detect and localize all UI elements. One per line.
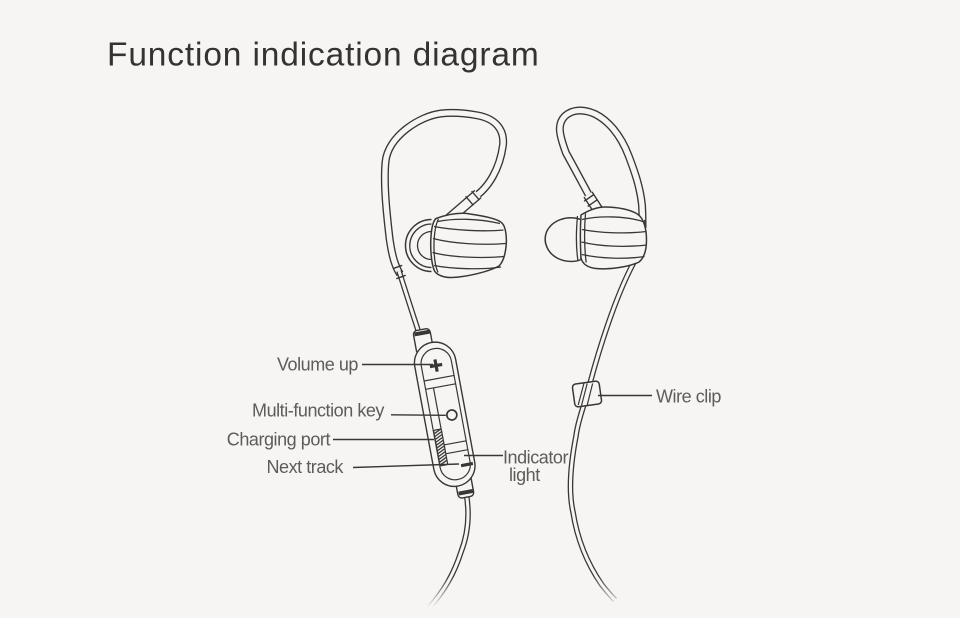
svg-text:light: light (509, 465, 540, 485)
svg-text:Next track: Next track (266, 457, 344, 477)
svg-text:Function indication diagram: Function indication diagram (107, 37, 540, 74)
svg-text:Charging port: Charging port (227, 430, 331, 450)
svg-text:Volume up: Volume up (277, 355, 358, 375)
svg-text:Indicator: Indicator (503, 448, 568, 468)
svg-text:Multi-function key: Multi-function key (252, 401, 384, 421)
svg-text:Wire clip: Wire clip (656, 387, 721, 407)
